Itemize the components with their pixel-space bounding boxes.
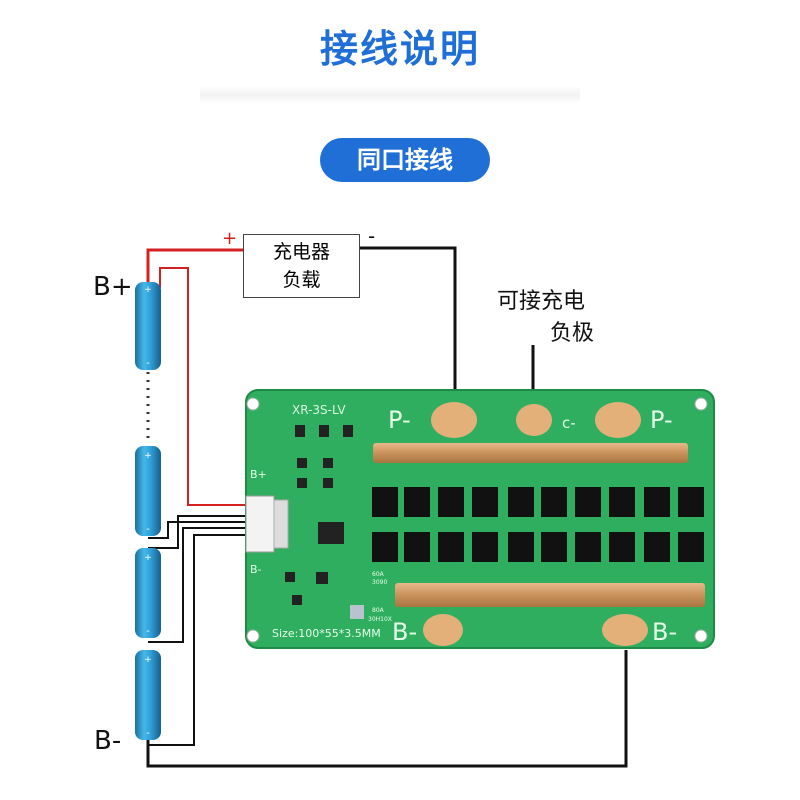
divider — [200, 86, 580, 104]
load-negative-wire — [360, 246, 457, 392]
wires — [146, 246, 628, 768]
battery-pack: + - + - + - + - — [135, 282, 161, 740]
svg-text:-: - — [146, 728, 150, 739]
board-model: XR-3S-LV — [292, 403, 346, 417]
small-text-3: 80A — [372, 607, 385, 614]
pad-label-p-left: P- — [388, 406, 411, 434]
smd-components — [285, 425, 364, 619]
b-plus-label: B+ — [93, 272, 133, 302]
svg-text:+: + — [144, 285, 152, 295]
small-text-4: 30H10X — [368, 616, 392, 623]
pad-label-b-left: B- — [392, 618, 417, 646]
pad-b-right — [602, 614, 648, 646]
charger-load-box: 充电器 负载 — [243, 234, 360, 298]
small-text-1: 60A — [372, 571, 385, 578]
red-wire-to-load — [146, 248, 243, 288]
pad-c — [516, 404, 552, 436]
main-negative-wire — [146, 650, 628, 768]
pad-b-left — [423, 614, 463, 646]
battery-cell: + - — [135, 548, 161, 638]
mosfet-row-bottom — [372, 532, 704, 562]
charge-negative-note-line1: 可接充电 — [497, 289, 586, 314]
balance-wire-1 — [148, 521, 250, 539]
battery-cell: + - — [135, 446, 161, 536]
load-box-line2: 负载 — [282, 269, 321, 291]
svg-text:+: + — [144, 655, 152, 665]
silk-bplus: B+ — [250, 468, 267, 481]
charge-negative-note-line2: 负极 — [550, 321, 595, 346]
balance-connector — [245, 495, 289, 553]
bms-board: XR-3S-LV B+ B- P- c- P- B- B- Size:100*5… — [245, 389, 715, 649]
pad-label-p-right: P- — [650, 406, 673, 434]
battery-cell: + - — [135, 650, 161, 740]
pad-p-right — [595, 402, 641, 438]
balance-wire-3 — [148, 527, 250, 643]
pad-p-left — [431, 402, 477, 438]
minus-sign: - — [368, 224, 376, 248]
svg-text:-: - — [146, 626, 150, 637]
plus-sign: + — [222, 228, 238, 249]
balance-wire-2 — [148, 515, 250, 549]
top-busbar — [373, 443, 688, 463]
red-balance-wire — [159, 267, 250, 506]
board-size: Size:100*55*3.5MM — [272, 627, 381, 640]
svg-text:-: - — [146, 524, 150, 535]
ic-chip — [318, 522, 344, 544]
pad-label-b-right: B- — [652, 618, 677, 646]
section-pill: 同口接线 — [320, 138, 490, 182]
mosfet-row-top — [372, 487, 704, 517]
balance-wire-4 — [148, 534, 250, 746]
b-minus-label: B- — [94, 726, 122, 756]
small-text-2: 3090 — [372, 579, 387, 586]
svg-text:-: - — [146, 358, 150, 369]
svg-text:+: + — [144, 451, 152, 461]
page-title: 接线说明 — [319, 27, 480, 71]
load-box-line1: 充电器 — [272, 241, 330, 263]
bottom-busbar — [395, 583, 705, 607]
silk-bminus: B- — [250, 563, 262, 576]
battery-cell: + - — [135, 282, 161, 370]
svg-text:+: + — [144, 553, 152, 563]
pad-label-c: c- — [562, 414, 576, 432]
